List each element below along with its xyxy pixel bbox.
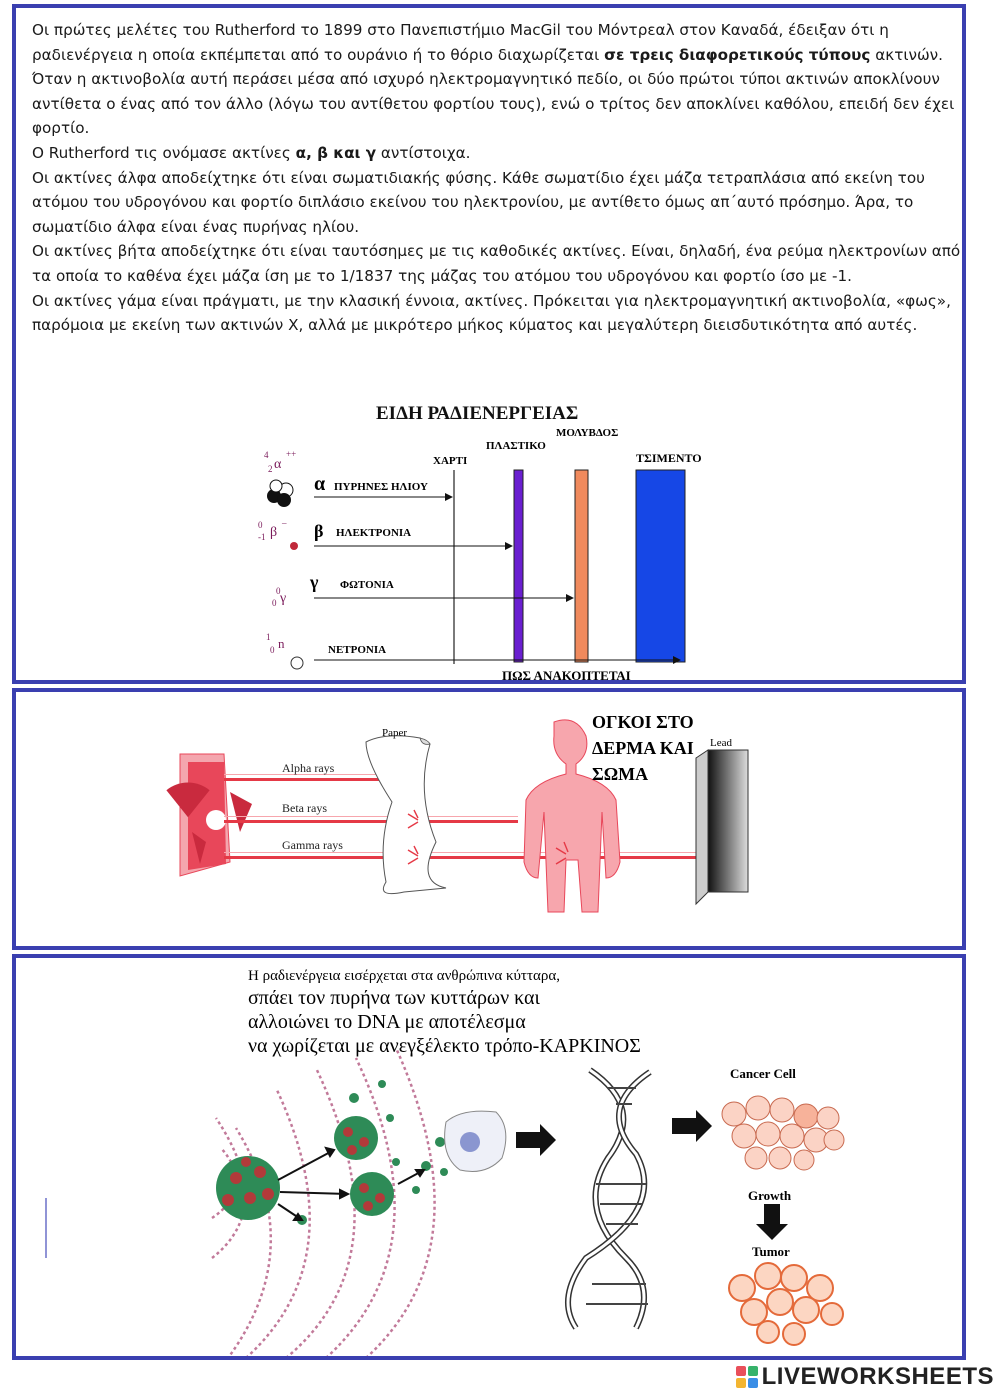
arrow-to-tumor-icon — [756, 1204, 788, 1240]
alpha-ray-label: Alpha rays — [282, 761, 335, 775]
fission-fragment-1-icon — [334, 1116, 378, 1160]
human-body-icon — [523, 719, 621, 913]
panel-radiation-body: Alpha rays Beta rays Gamma rays Paper ΟΓ… — [12, 688, 966, 950]
alpha-mass: 4 — [264, 450, 269, 460]
beta-z: -1 — [258, 532, 266, 542]
alpha-notation: α — [274, 457, 282, 472]
intro-paragraph-6: Οι ακτίνες γάμα είναι πράγματι, με την κ… — [32, 291, 951, 335]
gamma-mass: 0 — [276, 586, 281, 596]
arrow-to-dna-icon — [516, 1124, 556, 1156]
intro-text: Οι πρώτες μελέτες του Rutherford το 1899… — [32, 18, 962, 338]
gamma-ray-label: Gamma rays — [282, 838, 343, 852]
cancer-cell-label: Cancer Cell — [730, 1066, 796, 1081]
logo-letter-e — [747, 1378, 758, 1388]
barrier-label-paper: ΧΑΡΤΙ — [433, 455, 467, 467]
liveworksheets-logo-icon — [735, 1366, 758, 1388]
intro-paragraph-3: Ο Rutherford τις ονόμασε ακτίνες α, β κα… — [32, 141, 962, 166]
cancer-cells-icon — [721, 1095, 845, 1171]
cancer-text-line-4: να χωρίζεται με ανεγξέλεκτο τρόπο-ΚΑΡΚΙΝ… — [248, 1035, 641, 1057]
intro-paragraph-5: Οι ακτίνες βήτα αποδείχτηκε ότι είναι τα… — [32, 242, 961, 285]
barrier-cement — [635, 469, 686, 663]
alpha-charge: ++ — [286, 449, 296, 459]
barrier-plastic — [513, 469, 524, 663]
neutron-z: 0 — [270, 645, 275, 655]
logo-letter-v — [735, 1378, 746, 1388]
logo-letter-i — [747, 1366, 758, 1376]
neutron-particle-icon — [290, 656, 304, 670]
beta-label: ΗΛΕΚΤΡΟΝΙΑ — [336, 527, 411, 539]
beta-mass: 0 — [258, 520, 263, 530]
large-nucleus-icon — [216, 1156, 280, 1220]
gamma-symbol: γ — [309, 572, 319, 592]
alpha-symbol: α — [314, 473, 325, 495]
panel-radioactivity-types: Οι πρώτες μελέτες του Rutherford το 1899… — [12, 4, 966, 684]
body-caption-2: ΔΕΡΜΑ ΚΑΙ — [592, 738, 694, 758]
dna-helix-icon — [565, 1067, 652, 1330]
neutron-notation: n — [278, 636, 285, 651]
alpha-label: ΠΥΡΗΝΕΣ ΗΛΙΟΥ — [334, 481, 428, 493]
footer-brand: LIVEWORKSHEETS — [735, 1363, 994, 1391]
beta-stop-burst-icon — [407, 809, 419, 865]
alpha-particle-icon — [267, 479, 294, 507]
intro-s1-c: ακτινών. — [870, 45, 943, 64]
paper-label: Paper — [382, 727, 407, 739]
paper-sheet-icon — [365, 735, 447, 895]
radiation-source-icon — [166, 753, 252, 877]
fission-fragment-2-icon — [350, 1172, 394, 1216]
neutron-label: ΝΕΤΡΟΝΙΑ — [328, 644, 386, 656]
intro-paragraph-2: Όταν η ακτινοβολία αυτή περάσει μέσα από… — [32, 70, 955, 138]
tumor-label: Tumor — [752, 1244, 790, 1259]
logo-letter-l — [735, 1366, 746, 1376]
beta-symbol: β — [314, 521, 323, 541]
lead-block-icon — [695, 749, 749, 906]
alpha-ray-beam — [224, 774, 394, 781]
neutron-mass: 1 — [266, 632, 271, 642]
intro-s3-bold: α, β και γ — [295, 143, 377, 162]
intro-s1-a: Οι πρώτες μελέτες του Rutherford το 1899… — [32, 21, 889, 64]
cancer-text-line-1: Η ραδιενέργεια εισέρχεται στα ανθρώπινα … — [248, 968, 560, 984]
barrier-label-plastic: ΠΛΑΣΤΙΚΟ — [486, 440, 546, 452]
intro-paragraph-1: Οι πρώτες μελέτες του Rutherford το 1899… — [32, 18, 962, 67]
panel-cancer: Η ραδιενέργεια εισέρχεται στα ανθρώπινα … — [12, 954, 966, 1360]
beta-particle-icon — [290, 542, 298, 550]
barrier-label-lead: ΜΟΛΥΒΔΟΣ — [556, 427, 618, 439]
beta-charge: – — [281, 518, 287, 528]
diagram-title: ΕΙΔΗ ΡΑΔΙΕΝΕΡΓΕΙΑΣ — [376, 403, 578, 424]
beta-notation: β — [270, 525, 277, 540]
barrier-lead — [574, 469, 589, 663]
gamma-z: 0 — [272, 598, 277, 608]
diagram-caption: ΠΩΣ ΑΝΑΚΟΠΤΕΤΑΙ — [502, 668, 631, 683]
radiation-body-diagram: Alpha rays Beta rays Gamma rays Paper ΟΓ… — [166, 712, 749, 913]
gamma-body-burst-icon — [555, 841, 569, 865]
radiation-penetration-diagram: ΕΙΔΗ ΡΑΔΙΕΝΕΡΓΕΙΑΣ ΧΑΡΤΙ ΠΛΑΣΤΙΚΟ ΜΟΛΥΒΔ… — [258, 403, 702, 683]
barrier-label-cement: ΤΣΙΜΕΝΤΟ — [636, 451, 702, 465]
body-caption-3: ΣΩΜΑ — [592, 764, 648, 784]
tumor-cells-icon — [728, 1262, 844, 1346]
cancer-text-line-2: σπάει τον πυρήνα των κυττάρων και — [248, 987, 541, 1009]
gamma-label: ΦΩΤΟΝΙΑ — [340, 579, 394, 591]
growth-label: Growth — [748, 1188, 792, 1203]
gamma-ray-beam — [224, 852, 704, 859]
gamma-notation: γ — [279, 591, 286, 606]
brand-name: LIVEWORKSHEETS — [761, 1363, 994, 1390]
beta-ray-label: Beta rays — [282, 801, 327, 815]
cancer-text-line-3: αλλοιώνει το DNA με αποτέλεσμα — [248, 1011, 526, 1033]
intro-s3-c: αντίστοιχα. — [376, 143, 471, 162]
intro-paragraph-4: Οι ακτίνες άλφα αποδείχτηκε ότι είναι σω… — [32, 168, 925, 236]
beta-ray-beam — [224, 816, 518, 823]
human-cell-icon — [444, 1110, 507, 1172]
intro-s3-a: Ο Rutherford τις ονόμασε ακτίνες — [32, 143, 296, 162]
neutron-particles-icon — [297, 1080, 448, 1225]
fission-arrows — [277, 1146, 426, 1221]
arrow-to-cancer-icon — [672, 1110, 712, 1142]
intro-s1-bold: σε τρεις διαφορετικούς τύπους — [604, 45, 871, 64]
alpha-z: 2 — [268, 464, 273, 474]
lead-label: Lead — [710, 737, 732, 749]
cancer-diagram: Η ραδιενέργεια εισέρχεται στα ανθρώπινα … — [45, 968, 845, 1356]
body-caption-1: ΟΓΚΟΙ ΣΤΟ — [592, 712, 694, 732]
